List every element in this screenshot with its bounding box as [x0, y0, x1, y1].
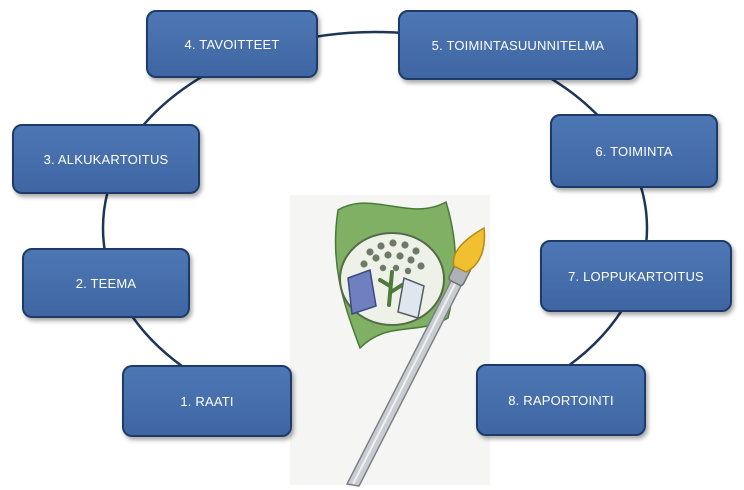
step-7-loppukartoitus: 7. LOPPUKARTOITUS: [540, 240, 732, 312]
tree-trunk-icon: [378, 270, 404, 307]
step-label: 4. TAVOITTEET: [184, 36, 280, 52]
open-book-icon: [347, 268, 425, 319]
step-label: 1. RAATI: [180, 393, 234, 409]
step-label: 8. RAPORTOINTI: [508, 392, 614, 408]
step-label: 7. LOPPUKARTOITUS: [568, 268, 704, 284]
eco-flag-icon: [334, 200, 457, 350]
step-2-teema: 2. TEEMA: [22, 248, 190, 318]
step-label: 5. TOIMINTASUUNNITELMA: [431, 37, 605, 53]
step-6-toiminta: 6. TOIMINTA: [550, 114, 718, 188]
step-1-raati: 1. RAATI: [122, 365, 292, 437]
step-4-tavoitteet: 4. TAVOITTEET: [146, 10, 318, 78]
step-label: 3. ALKUKARTOITUS: [43, 151, 169, 167]
step-5-toimintasuunnitelma: 5. TOIMINTASUUNNITELMA: [398, 10, 638, 80]
step-3-alkukartoitus: 3. ALKUKARTOITUS: [12, 124, 200, 194]
tree-canopy-icon: [360, 239, 425, 275]
step-8-raportointi: 8. RAPORTOINTI: [476, 364, 646, 436]
step-label: 6. TOIMINTA: [595, 143, 673, 159]
step-label: 2. TEEMA: [75, 275, 137, 291]
paint-brush-icon: [345, 226, 486, 487]
